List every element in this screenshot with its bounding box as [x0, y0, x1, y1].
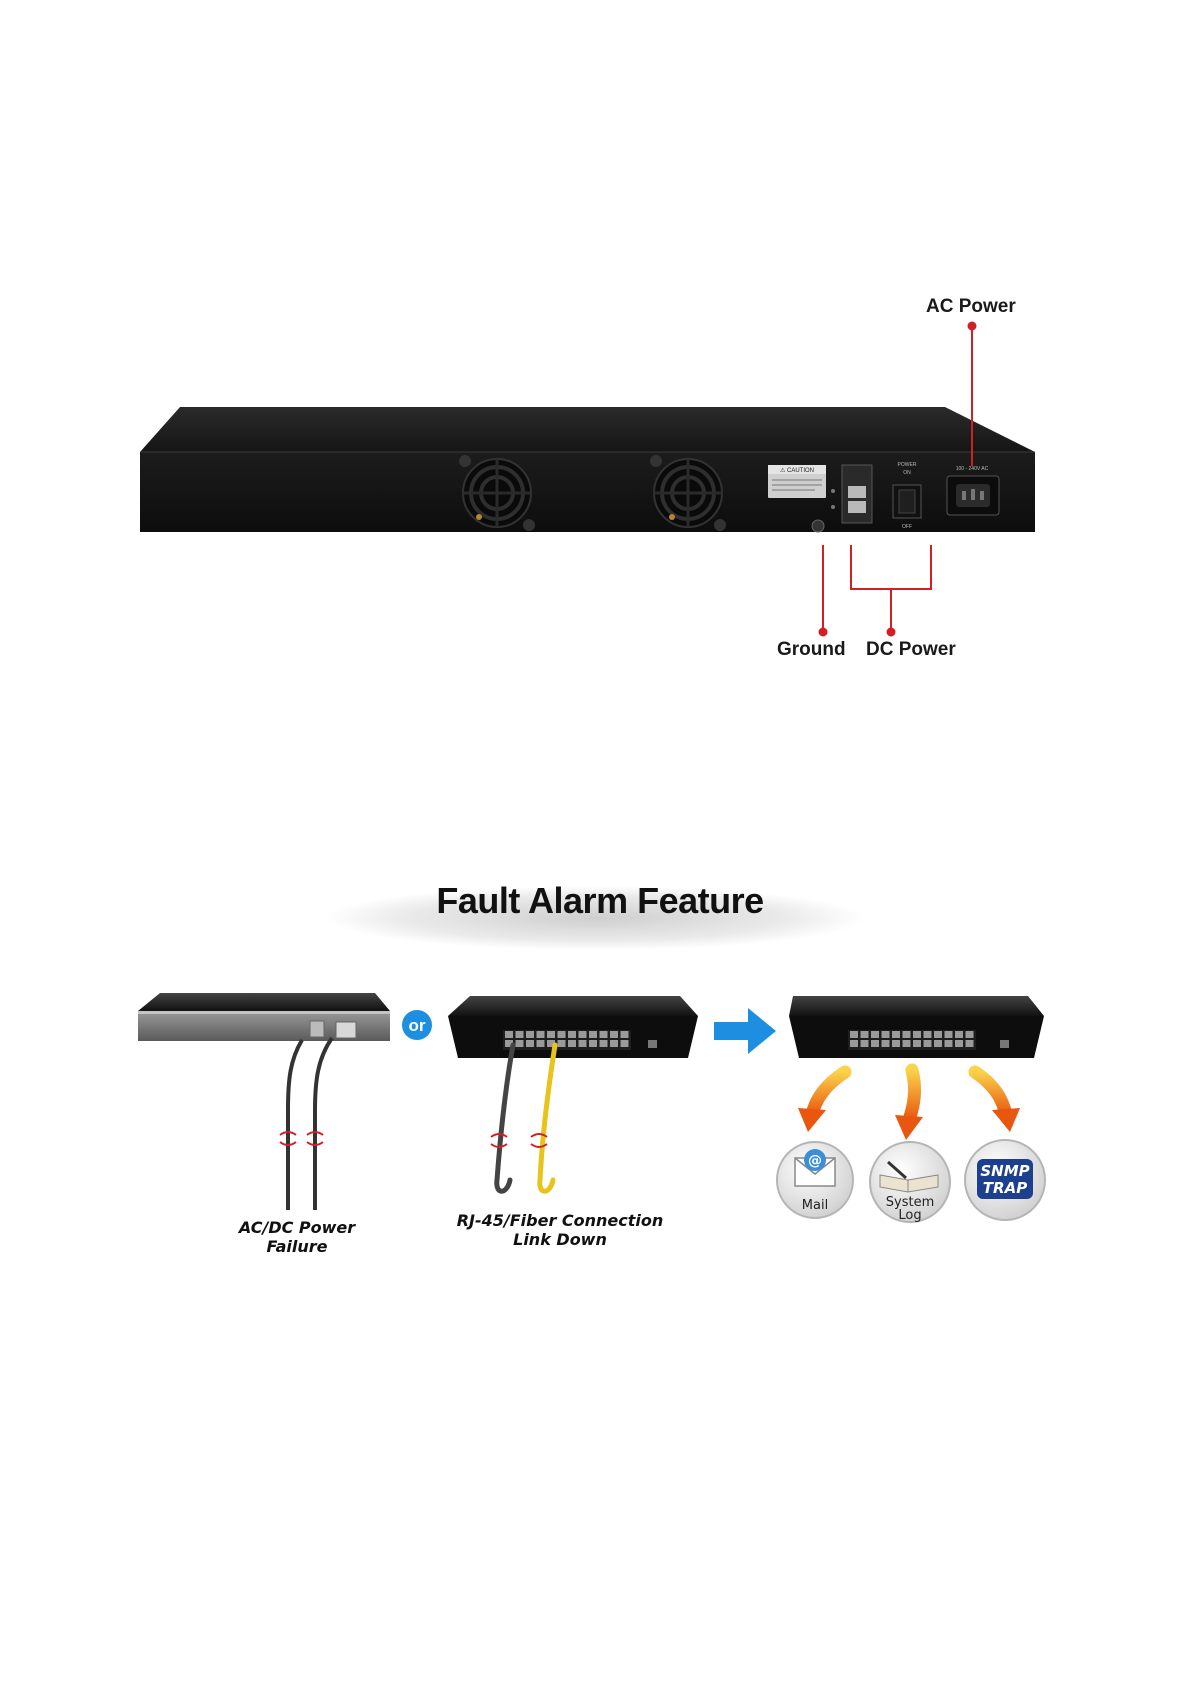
rj45-port: [589, 1031, 597, 1038]
rj45-port: [871, 1040, 879, 1047]
rj45-port: [945, 1040, 953, 1047]
power-failure-caption: AC/DC Power Failure: [197, 1218, 397, 1256]
rj45-port: [589, 1040, 597, 1047]
rj45-port: [850, 1031, 858, 1038]
switch-link-down: [448, 996, 698, 1058]
rj45-port: [579, 1040, 587, 1047]
power-failure-caption-line2: Failure: [197, 1237, 397, 1256]
orange-arrow-icon: [798, 1072, 845, 1132]
rj45-port: [568, 1040, 576, 1047]
link-down-caption-line2: Link Down: [435, 1230, 685, 1249]
rj45-port: [882, 1040, 890, 1047]
network-cables: [497, 1045, 555, 1191]
rj45-port: [913, 1040, 921, 1047]
link-down-caption: RJ-45/Fiber Connection Link Down: [435, 1211, 685, 1249]
rj45-port: [903, 1031, 911, 1038]
rj45-port: [537, 1040, 545, 1047]
blue-arrow-icon: [714, 1008, 776, 1054]
rj45-port: [621, 1040, 629, 1047]
svg-text:@: @: [808, 1153, 822, 1169]
rj45-port: [526, 1040, 534, 1047]
rj45-port: [537, 1031, 545, 1038]
or-text: or: [409, 1016, 426, 1035]
orange-arrow-icon: [895, 1070, 923, 1140]
rj45-port: [913, 1031, 921, 1038]
link-down-caption-line1: RJ-45/Fiber Connection: [435, 1211, 685, 1230]
rj45-port: [600, 1031, 608, 1038]
rj45-port: [924, 1040, 932, 1047]
rj45-port: [861, 1040, 869, 1047]
power-cords: [288, 1038, 332, 1210]
rj45-port: [526, 1031, 534, 1038]
rj45-port: [903, 1040, 911, 1047]
rj45-port: [579, 1031, 587, 1038]
rj45-port: [871, 1031, 879, 1038]
snmp-label-line2: TRAP: [983, 1179, 1027, 1197]
rj45-port: [934, 1031, 942, 1038]
rj45-port: [966, 1031, 974, 1038]
rj45-port: [600, 1040, 608, 1047]
system-log-icon: System Log: [870, 1142, 950, 1223]
rj45-port: [621, 1031, 629, 1038]
rj45-port: [934, 1040, 942, 1047]
mail-label: Mail: [802, 1198, 828, 1213]
rj45-port: [882, 1031, 890, 1038]
rj45-port: [924, 1031, 932, 1038]
switch-power-failure: [138, 993, 390, 1041]
rj45-port: [558, 1031, 566, 1038]
rj45-port: [850, 1040, 858, 1047]
system-log-label-line2: Log: [898, 1208, 921, 1223]
orange-arrow-icon: [975, 1072, 1020, 1132]
rj45-port: [558, 1040, 566, 1047]
snmp-label-line1: SNMP: [980, 1162, 1029, 1180]
rj45-port: [861, 1031, 869, 1038]
rj45-port: [516, 1040, 524, 1047]
mail-icon: @ Mail: [777, 1142, 853, 1218]
switch-alarm: [789, 996, 1044, 1058]
rj45-port: [547, 1031, 555, 1038]
rj45-port: [892, 1040, 900, 1047]
rj45-port: [610, 1040, 618, 1047]
rj45-port: [505, 1031, 513, 1038]
fault-alarm-title: Fault Alarm Feature: [300, 880, 900, 922]
rj45-port: [892, 1031, 900, 1038]
rj45-port: [955, 1040, 963, 1047]
rj45-port: [966, 1040, 974, 1047]
rj45-port: [945, 1031, 953, 1038]
rj45-port: [568, 1031, 576, 1038]
rj45-port: [516, 1031, 524, 1038]
snmp-trap-icon: SNMP TRAP: [965, 1140, 1045, 1220]
rj45-port: [955, 1031, 963, 1038]
rj45-port: [610, 1031, 618, 1038]
power-failure-caption-line1: AC/DC Power: [197, 1218, 397, 1237]
